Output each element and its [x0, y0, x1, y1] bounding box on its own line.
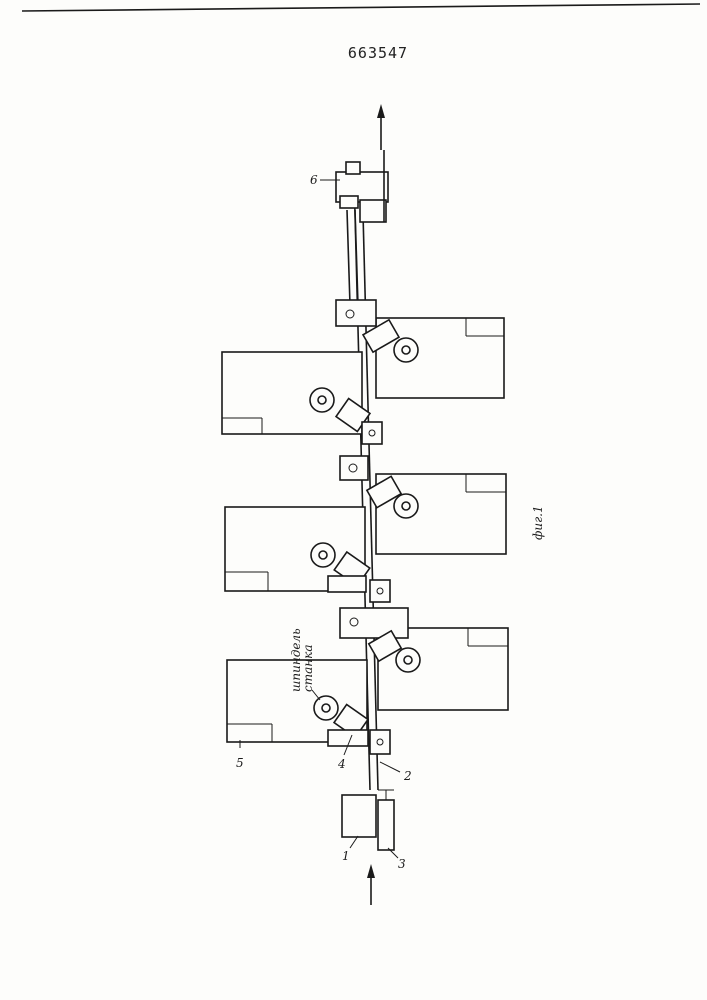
output-arrow [377, 104, 385, 150]
top-border-line [22, 4, 700, 11]
machine-left-a [222, 352, 362, 434]
label-5: 5 [236, 756, 244, 770]
label-3: 3 [398, 857, 406, 871]
unloading-unit-6 [320, 150, 388, 222]
spindle-annotation-line2: станка [301, 645, 315, 692]
label-4: 4 [337, 757, 346, 771]
label-2: 2 [403, 769, 412, 783]
label-1: 1 [342, 849, 350, 863]
spindle-annotation: шпиндель станка [289, 628, 315, 692]
input-hopper-1 [342, 795, 376, 837]
figure-caption: фиг.1 [531, 505, 545, 540]
label-6: 6 [310, 173, 318, 187]
slide-rail [347, 210, 350, 305]
loader-a2 [336, 399, 382, 444]
input-arrow [367, 864, 375, 905]
figure-caption-text: фиг.1 [531, 505, 545, 540]
pusher-3 [378, 790, 394, 850]
leader-2 [380, 762, 400, 772]
